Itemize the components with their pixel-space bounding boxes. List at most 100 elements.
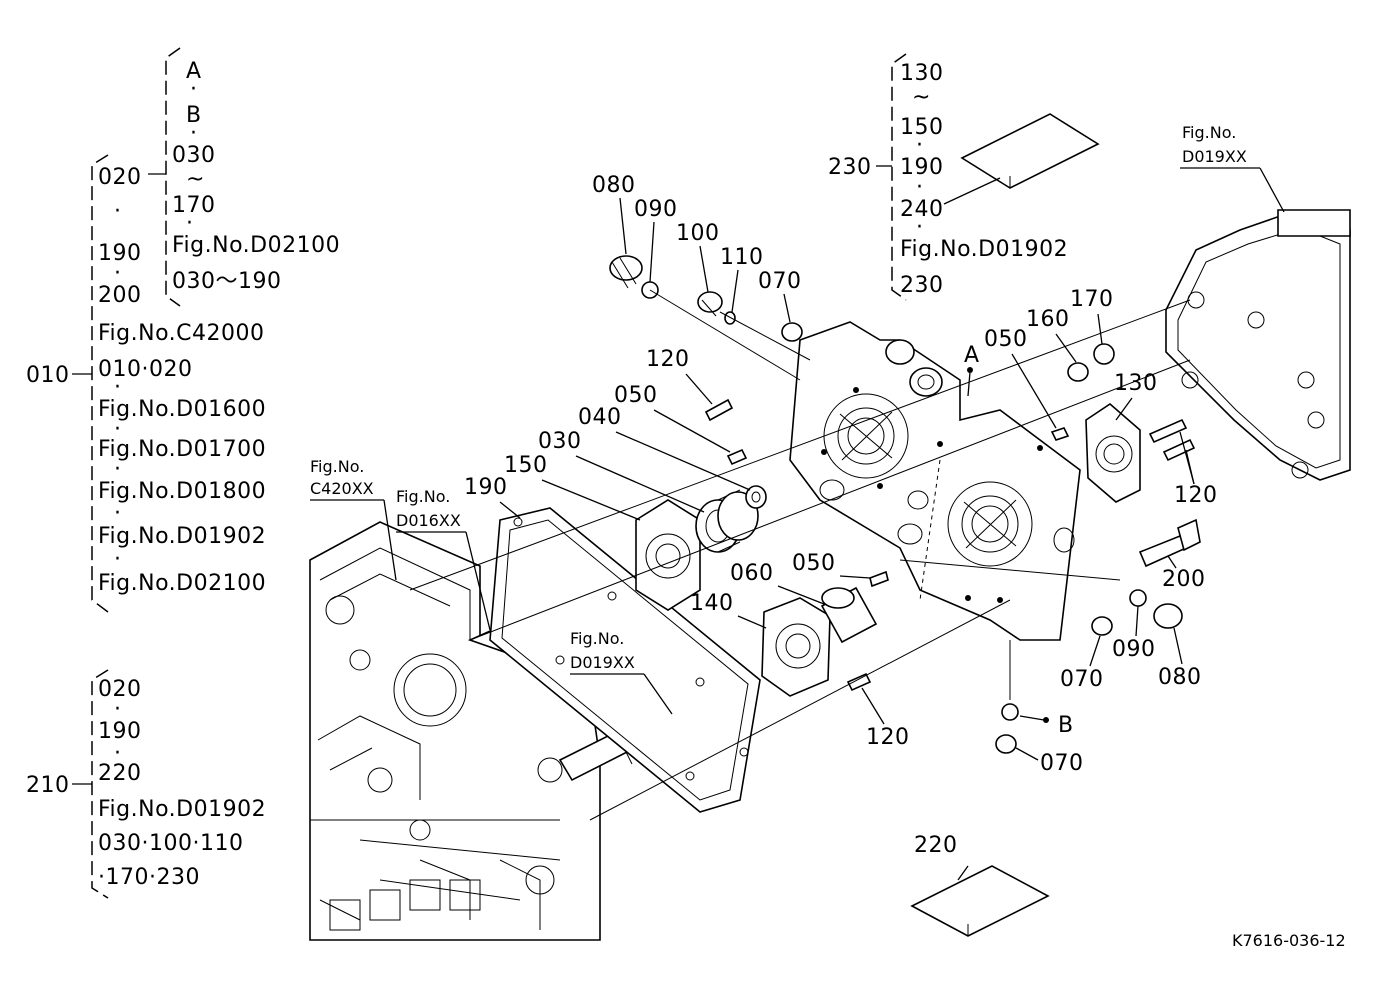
group-230-item: · xyxy=(916,133,924,158)
transmission-housing-right xyxy=(1165,209,1351,481)
group-230-item: 150 xyxy=(900,115,944,140)
callout-160: 160 xyxy=(1026,307,1070,332)
figure-references: Fig.No. C420XX Fig.No. D016XX Fig.No. D0… xyxy=(310,123,1285,715)
pin-050-left xyxy=(726,448,748,466)
callout-110: 110 xyxy=(720,245,764,270)
group-210-item: 020 xyxy=(98,677,142,702)
callout-070: 070 xyxy=(758,269,802,294)
bracket-230 xyxy=(891,53,907,301)
plug-070-right xyxy=(1091,616,1113,636)
callout-190: 190 xyxy=(464,475,508,500)
group-010-item: 200 xyxy=(98,283,142,308)
group-210-item: · xyxy=(114,741,122,766)
group-ab-item: 030 xyxy=(172,143,216,168)
plug-070-bottom xyxy=(995,734,1017,754)
spring-170 xyxy=(1093,343,1115,365)
fig-ref-d019-upper-line2: D019XX xyxy=(1182,147,1247,166)
group-010-item: 190 xyxy=(98,241,142,266)
group-ref-230: 230 xyxy=(828,155,872,180)
group-ab-item: A xyxy=(186,59,202,84)
pin-050-lower xyxy=(869,570,889,588)
plug-070-top xyxy=(781,322,803,342)
callout-100: 100 xyxy=(676,221,720,246)
group-210-item: 190 xyxy=(98,719,142,744)
washer-040-hole xyxy=(751,491,761,503)
fig-ref-d016-line2: D016XX xyxy=(396,511,461,530)
callout-060: 060 xyxy=(730,561,774,586)
transmission-housing-left xyxy=(309,521,601,941)
group-230-item: · xyxy=(916,215,924,240)
group-230-item: ~ xyxy=(912,85,931,110)
callout-030: 030 xyxy=(538,429,582,454)
label-sheet-240 xyxy=(960,113,1100,189)
callout-050: 050 xyxy=(614,383,658,408)
fig-ref-d019-lower-line2: D019XX xyxy=(570,653,635,672)
group-ab: A · B · 030 ~ 170 · Fig.No.D02100 030～19… xyxy=(165,47,340,307)
group-ab-item: Fig.No.D02100 xyxy=(172,233,340,258)
group-230-item: 190 xyxy=(900,155,944,180)
group-ref-010: 010 xyxy=(26,363,70,388)
group-ab-item: ~ xyxy=(186,167,205,192)
plug-100 xyxy=(697,291,723,317)
group-ab-item: · xyxy=(186,211,194,236)
callout-090-right: 090 xyxy=(1112,637,1156,662)
callout-050-lower: 050 xyxy=(792,551,836,576)
group-010-item: Fig.No.D01700 xyxy=(98,437,266,462)
group-230-item: · xyxy=(916,175,924,200)
callout-170: 170 xyxy=(1070,287,1114,312)
pin-120-lower xyxy=(846,672,872,692)
group-210-item: 220 xyxy=(98,761,142,786)
drawing-code: K7616-036-12 xyxy=(1232,931,1346,950)
bolt-200 xyxy=(1138,518,1201,568)
label-sheet-220 xyxy=(910,865,1050,937)
plug-080-right xyxy=(1153,603,1183,629)
pin-120-right-a xyxy=(1148,418,1188,444)
plug-b xyxy=(1001,703,1019,721)
callout-040: 040 xyxy=(578,405,622,430)
group-010-item: · xyxy=(114,375,122,400)
group-ab-item: 170 xyxy=(172,193,216,218)
callout-050-right: 050 xyxy=(984,327,1028,352)
callout-080-right: 080 xyxy=(1158,665,1202,690)
callout-220: 220 xyxy=(914,833,958,858)
bearing-plate-140 xyxy=(761,597,831,697)
fig-ref-d019-lower-line1: Fig.No. xyxy=(570,629,624,648)
leader-240 xyxy=(943,177,1001,205)
callout-140: 140 xyxy=(690,591,734,616)
group-010-item: · xyxy=(114,261,122,286)
leader-220 xyxy=(957,865,969,881)
group-230-item: 240 xyxy=(900,197,944,222)
group-ab-item: B xyxy=(186,103,202,128)
group-010-item: · xyxy=(114,199,122,224)
callout-150: 150 xyxy=(504,453,548,478)
bushing-060 xyxy=(820,586,878,644)
bearing-plate-130 xyxy=(1085,402,1141,503)
group-230-item: 130 xyxy=(900,61,944,86)
oring-090-right xyxy=(1129,589,1147,607)
group-210: 210 020 · 190 · 220 Fig.No.D01902 030·10… xyxy=(26,669,266,899)
group-010-item: Fig.No.D01600 xyxy=(98,397,266,422)
bracket-ab xyxy=(165,47,181,307)
fig-ref-c420-line2: C420XX xyxy=(310,479,374,498)
group-010-item: Fig.No.D01800 xyxy=(98,479,266,504)
group-010-item: · xyxy=(114,457,122,482)
group-ab-item: · xyxy=(190,77,198,102)
callouts: 080 090 100 110 070 120 050 040 030 150 … xyxy=(464,173,1218,858)
callout-090: 090 xyxy=(634,197,678,222)
callout-200: 200 xyxy=(1162,567,1206,592)
bearing-plate-150 xyxy=(635,499,701,611)
group-010: 010 020 · 190 · 200 Fig.No.C42000 010·02… xyxy=(26,154,266,613)
callout-120-right: 120 xyxy=(1174,483,1218,508)
callout-120-lower: 120 xyxy=(866,725,910,750)
fig-ref-c420-line1: Fig.No. xyxy=(310,457,364,476)
group-230: 230 130 ~ 150 · 190 · 240 · Fig.No.D0190… xyxy=(828,53,1100,301)
callout-b: B xyxy=(1058,713,1074,738)
group-ref-210: 210 xyxy=(26,773,70,798)
fig-ref-d016-line1: Fig.No. xyxy=(396,487,450,506)
fig-ref-d019-upper-line1: Fig.No. xyxy=(1182,123,1236,142)
bracket-010 xyxy=(91,154,109,613)
plug-080-top xyxy=(609,255,643,289)
group-010-item: · xyxy=(114,547,122,572)
